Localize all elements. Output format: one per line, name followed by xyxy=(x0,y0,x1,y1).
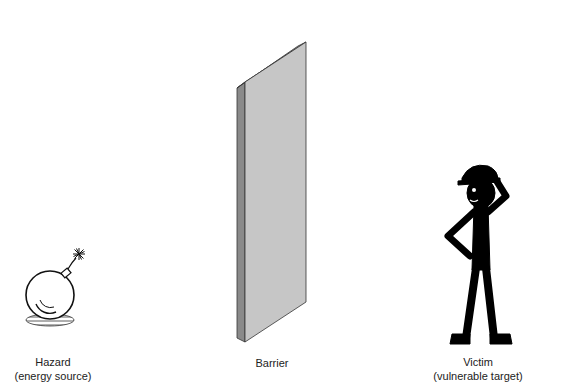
barrier-illustration xyxy=(237,42,306,342)
bomb-illustration xyxy=(26,248,85,326)
bomb-sphere xyxy=(26,271,74,319)
victim-arm xyxy=(448,212,474,256)
barrier-face xyxy=(245,42,306,342)
victim-leg xyxy=(466,268,476,338)
barrier-side xyxy=(237,82,245,342)
bomb-fuse xyxy=(68,258,76,269)
label-line: (vulnerable target) xyxy=(413,369,543,383)
victim-mouth xyxy=(470,200,478,202)
victim-foot xyxy=(490,334,512,344)
victim-head xyxy=(467,178,495,208)
victim-leg xyxy=(486,268,494,338)
caption-label: Victim (vulnerable target) xyxy=(413,355,543,383)
label-line: (energy source) xyxy=(0,369,118,383)
label-line: Hazard xyxy=(0,355,118,369)
bomb-shine xyxy=(36,304,56,313)
label-line: Barrier xyxy=(207,356,337,370)
label-line: Victim xyxy=(413,355,543,369)
caption-label: Hazard (energy source) xyxy=(0,355,118,383)
victim-illustration xyxy=(448,165,512,344)
victim-foot xyxy=(450,334,470,344)
victim-arm xyxy=(488,180,506,212)
caption-label: Barrier xyxy=(207,356,337,370)
bomb-shine xyxy=(40,300,54,308)
bomb-cap xyxy=(61,268,71,278)
victim-eye xyxy=(472,188,476,192)
fuse-spark xyxy=(73,248,85,260)
